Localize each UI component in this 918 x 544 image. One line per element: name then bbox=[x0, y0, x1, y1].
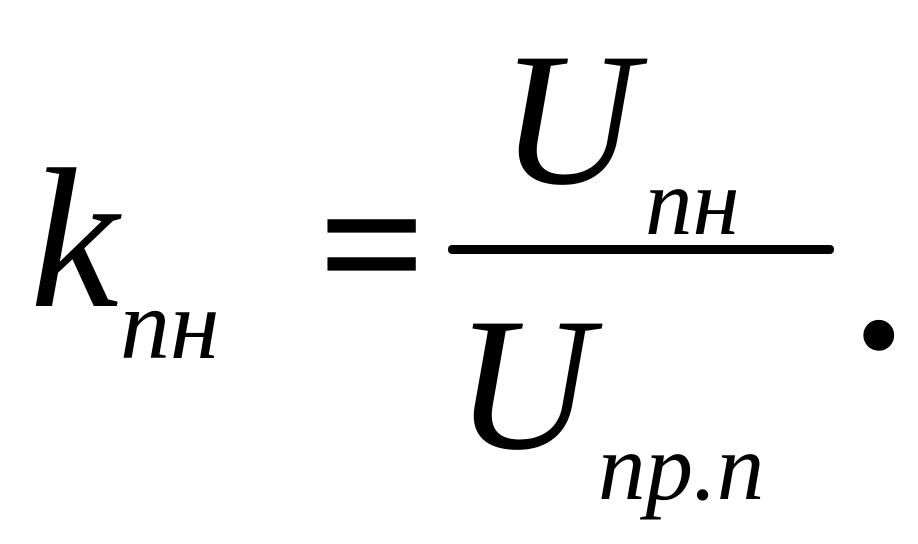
fraction-bar bbox=[448, 245, 834, 254]
lhs-symbol: k bbox=[30, 129, 119, 350]
lhs-subscript: пн bbox=[120, 269, 220, 380]
numerator-subscript: пн bbox=[645, 149, 740, 255]
numerator-symbol: U bbox=[500, 15, 638, 225]
denominator-subscript: пр.п bbox=[598, 414, 765, 520]
terminal-period: . bbox=[855, 180, 903, 390]
equals-sign: = bbox=[318, 140, 427, 350]
denominator-symbol: U bbox=[455, 280, 593, 490]
